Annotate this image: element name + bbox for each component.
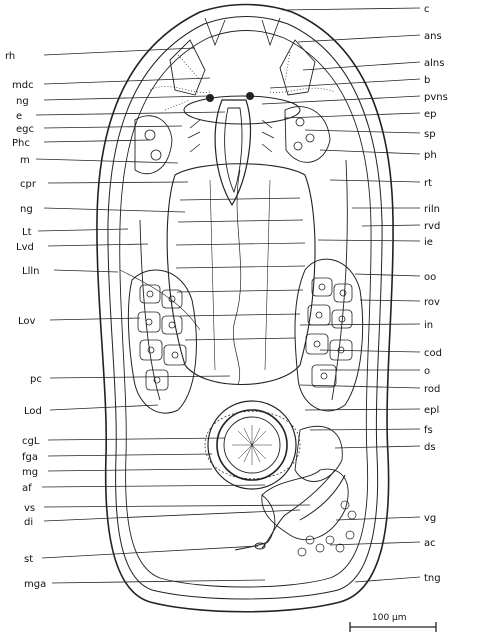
copulatory-organ [205, 401, 300, 489]
left-labels: rh mdc ng e egc Phc m cpr ng Lt Lvd Llln… [5, 51, 46, 590]
label-fs: fs [424, 425, 433, 436]
label-ng-2: ng [20, 204, 33, 215]
left-ovary [128, 270, 196, 413]
label-mga: mga [24, 579, 46, 590]
label-b: b [424, 75, 430, 86]
label-m: m [20, 155, 30, 166]
label-ds: ds [424, 442, 436, 453]
label-ie: ie [424, 237, 433, 248]
label-lvd: Lvd [16, 242, 34, 253]
label-pc: pc [30, 374, 42, 385]
label-mdc: mdc [12, 80, 34, 91]
label-cod: cod [424, 348, 442, 359]
label-af: af [22, 483, 32, 494]
label-phc: Phc [12, 138, 30, 149]
label-cgl: cgL [22, 436, 40, 447]
label-lod: Lod [24, 406, 42, 417]
label-ng: ng [16, 96, 29, 107]
pharynx [188, 100, 274, 205]
label-rod: rod [424, 384, 440, 395]
label-riln: riln [424, 204, 440, 215]
scale-bar: 100 μm [350, 613, 436, 632]
label-egc: egc [16, 124, 34, 135]
right-labels: c ans alns b pvns ep sp ph rt riln rvd i… [424, 4, 448, 584]
label-lov: Lov [18, 316, 36, 327]
label-rov: rov [424, 297, 440, 308]
label-vs: vs [24, 503, 35, 514]
label-ep: ep [424, 109, 437, 120]
label-tng: tng [424, 573, 441, 584]
brain-region [184, 92, 300, 124]
label-rh: rh [5, 51, 15, 62]
label-vg: vg [424, 513, 436, 524]
label-ans: ans [424, 31, 442, 42]
label-in: in [424, 320, 433, 331]
label-llln: Llln [22, 266, 39, 277]
right-ovary [295, 259, 363, 411]
scale-bar-label: 100 μm [372, 613, 407, 623]
label-rvd: rvd [424, 221, 440, 232]
posterior-organs [262, 426, 356, 556]
label-ac: ac [424, 538, 436, 549]
label-lt: Lt [22, 227, 32, 238]
label-di: di [24, 517, 33, 528]
label-alns: alns [424, 58, 444, 69]
nerve-cords [120, 160, 347, 400]
label-o: o [424, 366, 430, 377]
label-rt: rt [424, 178, 432, 189]
label-cpr: cpr [20, 179, 37, 190]
label-mg: mg [22, 467, 38, 478]
label-sp: sp [424, 129, 436, 140]
label-fga: fga [22, 452, 38, 463]
label-c: c [424, 4, 430, 15]
label-epl: epl [424, 405, 439, 416]
label-e: e [16, 111, 22, 122]
label-pvns: pvns [424, 92, 448, 103]
stylet [235, 495, 275, 550]
label-ph: ph [424, 150, 437, 161]
intestine [167, 164, 315, 385]
label-oo: oo [424, 272, 436, 283]
label-st: st [24, 554, 33, 565]
